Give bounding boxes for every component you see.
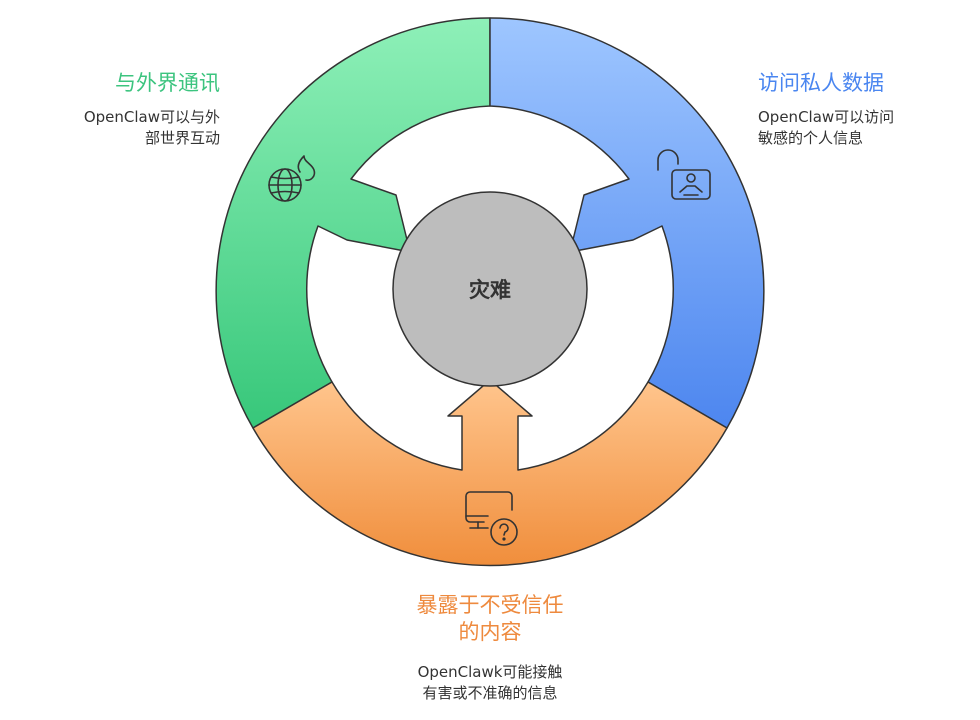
untrusted-content-desc-line: 有害或不准确的信息 bbox=[422, 684, 558, 702]
private-data-desc: OpenClaw可以访问 敏感的个人信息 bbox=[758, 107, 894, 149]
label-untrusted-content: 暴露于不受信任 的内容 OpenClawk可能接触 有害或不准确的信息 bbox=[0, 592, 980, 704]
segment-external-communication bbox=[215, 17, 491, 429]
untrusted-content-title-line: 暴露于不受信任 bbox=[416, 593, 564, 617]
unlocked-person-icon bbox=[657, 149, 711, 200]
untrusted-content-title-line: 的内容 bbox=[458, 620, 522, 644]
label-private-data: 访问私人数据 OpenClaw可以访问 敏感的个人信息 bbox=[758, 70, 894, 149]
private-data-desc-line: 敏感的个人信息 bbox=[758, 129, 864, 147]
center-label: 灾难 bbox=[469, 278, 511, 302]
private-data-desc-line: OpenClaw可以访问 bbox=[758, 108, 895, 126]
globe-fire-icon bbox=[268, 155, 316, 202]
external-communication-desc: OpenClaw可以与外 部世界互动 bbox=[84, 107, 220, 149]
external-communication-title: 与外界通讯 bbox=[115, 71, 220, 95]
label-external-communication: 与外界通讯 OpenClaw可以与外 部世界互动 bbox=[84, 70, 220, 149]
segment-private-data bbox=[489, 17, 765, 429]
private-data-title: 访问私人数据 bbox=[758, 71, 884, 95]
external-communication-desc-line: 部世界互动 bbox=[144, 129, 220, 147]
monitor-question-icon bbox=[465, 491, 518, 546]
external-communication-desc-line: OpenClaw可以与外 bbox=[83, 108, 220, 126]
center-circle bbox=[392, 191, 588, 387]
untrusted-content-title: 暴露于不受信任 的内容 bbox=[0, 592, 980, 646]
untrusted-content-desc: OpenClawk可能接触 有害或不准确的信息 bbox=[0, 662, 980, 704]
segment-untrusted-content bbox=[252, 379, 728, 567]
untrusted-content-desc-line: OpenClawk可能接触 bbox=[417, 663, 563, 681]
